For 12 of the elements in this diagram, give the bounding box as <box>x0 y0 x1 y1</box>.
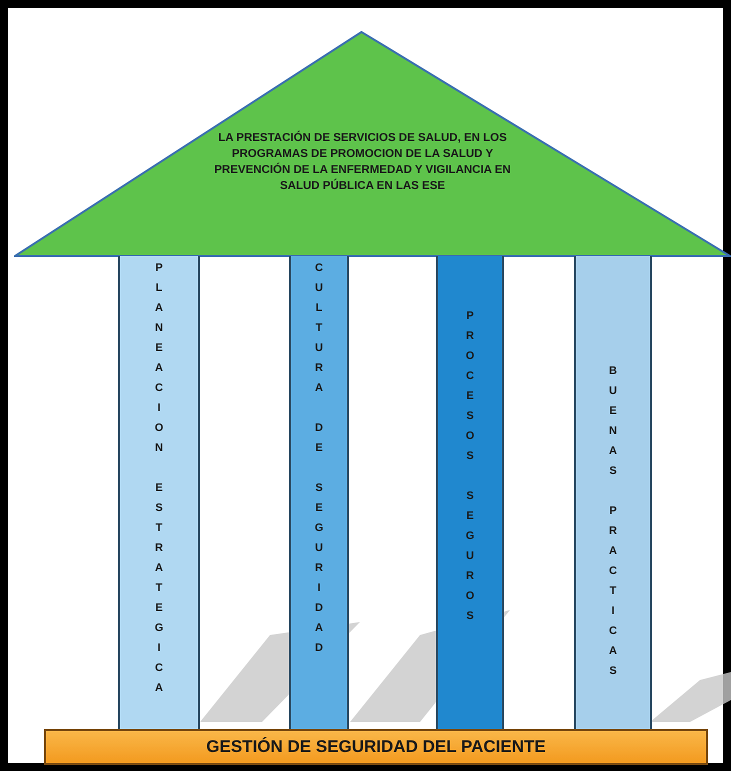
pillar <box>289 256 349 730</box>
pillar-label: BUENAS PRACTICAS <box>606 365 620 685</box>
pillar-label: CULTURA DE SEGURIDAD <box>312 262 326 662</box>
roof-triangle <box>14 30 731 258</box>
base-bar <box>44 729 708 765</box>
roof-text: LA PRESTACIÓN DE SERVICIOS DE SALUD, EN LOS PROGRAMAS DE PROMOCION DE LA SALUD Y PREVENCIÓN DE LA ENFERMEDAD Y VIGILANCIA EN SALUD PÚBLICA EN LAS ESE <box>213 130 512 194</box>
pillar <box>574 256 652 730</box>
pillar-label: PROCESOS SEGUROS <box>463 310 477 630</box>
pillar-label: PLANEACION ESTRATEGICA <box>152 262 166 702</box>
pillar <box>118 256 200 730</box>
base-label: GESTIÓN DE SEGURIDAD DEL PACIENTE <box>206 737 546 757</box>
pillar <box>436 256 504 730</box>
